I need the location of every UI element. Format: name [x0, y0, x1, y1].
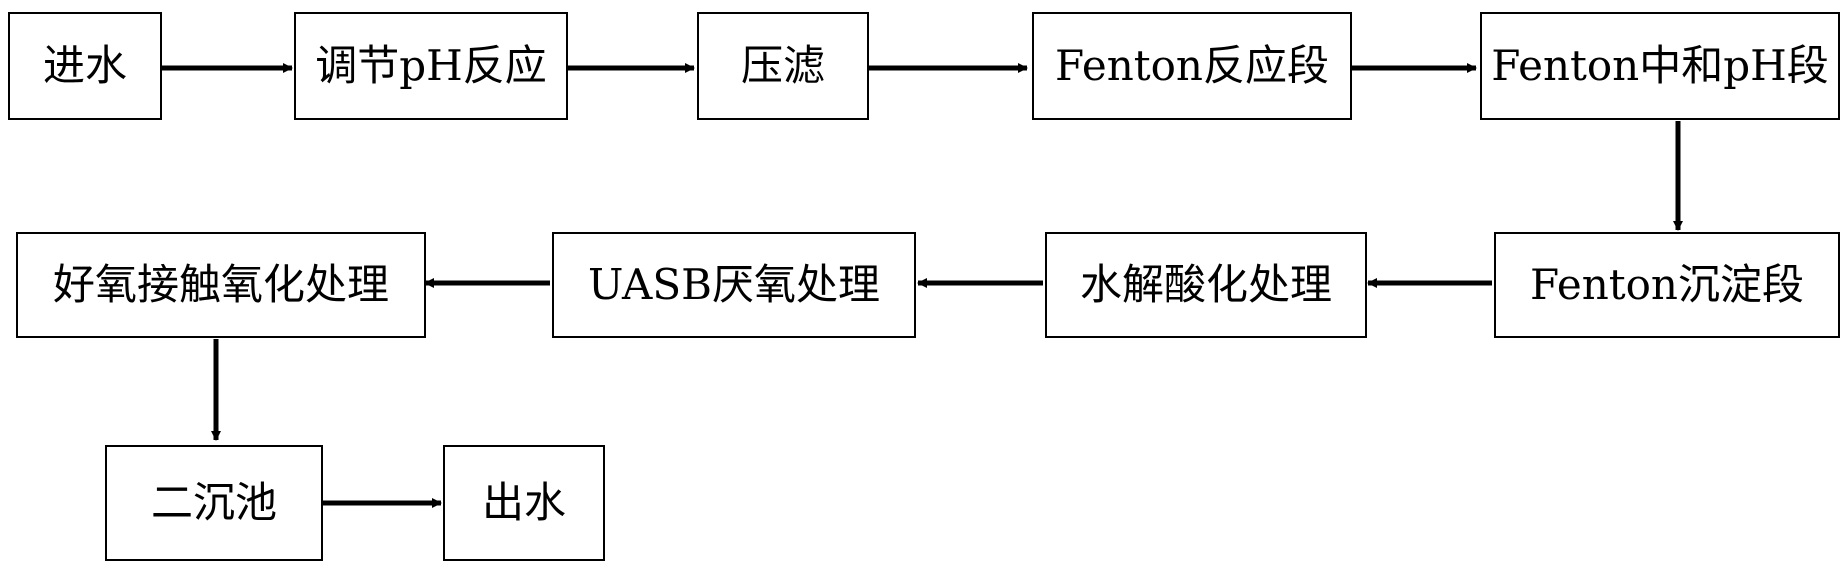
node-ph-adjust: 调节pH反应	[294, 12, 568, 120]
node-fenton-settle: Fenton沉淀段	[1494, 232, 1840, 338]
node-fenton-settle-label: Fenton沉淀段	[1530, 260, 1804, 309]
node-press-filter-label: 压滤	[740, 41, 825, 90]
node-uasb: UASB厌氧处理	[552, 232, 916, 338]
node-hydrolysis-label: 水解酸化处理	[1079, 260, 1332, 309]
node-fenton-neutralize-label: Fenton中和pH段	[1491, 41, 1829, 90]
node-inlet-label: 进水	[42, 41, 127, 90]
node-uasb-label: UASB厌氧处理	[587, 260, 881, 309]
node-fenton-reaction: Fenton反应段	[1032, 12, 1352, 120]
node-outlet: 出水	[443, 445, 605, 561]
node-secondary-settle: 二沉池	[105, 445, 323, 561]
node-fenton-reaction-label: Fenton反应段	[1055, 41, 1329, 90]
node-inlet: 进水	[8, 12, 162, 120]
node-fenton-neutralize: Fenton中和pH段	[1480, 12, 1840, 120]
node-aerobic: 好氧接触氧化处理	[16, 232, 426, 338]
node-press-filter: 压滤	[697, 12, 869, 120]
node-hydrolysis: 水解酸化处理	[1045, 232, 1367, 338]
node-aerobic-label: 好氧接触氧化处理	[52, 260, 389, 309]
node-ph-adjust-label: 调节pH反应	[315, 41, 547, 90]
node-secondary-settle-label: 二沉池	[150, 478, 277, 527]
node-outlet-label: 出水	[481, 478, 566, 527]
